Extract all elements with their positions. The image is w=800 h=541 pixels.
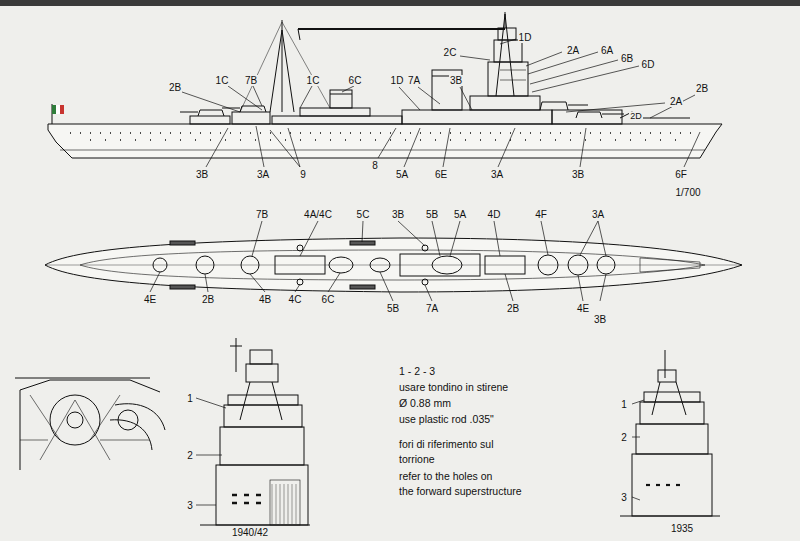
note-text: 1 - 2 - 3 — [398, 366, 436, 378]
note-text: use plastic rod .035" — [398, 414, 495, 426]
callout-label: 5C — [356, 209, 371, 220]
callout-label: 9 — [299, 169, 307, 180]
callout-label: 3B — [571, 169, 585, 180]
callout-label: 4F — [534, 209, 548, 220]
profile-view — [48, 12, 722, 158]
note-text: the forward superstructure — [398, 486, 523, 498]
callout-label: 6A — [600, 45, 614, 56]
bow-detail — [15, 378, 165, 470]
callout-label: 3A — [591, 209, 605, 220]
callout-label: 3 — [620, 492, 628, 503]
callout-label: 3B — [195, 169, 209, 180]
callout-label: 2 — [186, 450, 194, 461]
callout-label: 5B — [425, 209, 439, 220]
note-text: refer to the holes on — [398, 471, 493, 483]
callout-label: 7A — [407, 75, 421, 86]
callout-label: 1D — [518, 32, 533, 43]
callout-label: 4D — [487, 209, 502, 220]
callout-label: 2B — [168, 82, 182, 93]
callout-label: 3A — [490, 169, 504, 180]
photo-edge — [0, 0, 800, 6]
callout-label: 3 — [186, 500, 194, 511]
callout-label: 2D — [629, 112, 643, 122]
callout-label: 5B — [386, 303, 400, 314]
plan-view — [45, 238, 742, 292]
callout-label: 2B — [506, 303, 520, 314]
callout-label: 1 — [186, 393, 194, 404]
note-text: fori di riferimento sul — [398, 439, 495, 451]
callout-label: 6F — [674, 169, 688, 180]
callout-label: 3B — [449, 75, 463, 86]
callout-label: 4E — [576, 303, 590, 314]
callout-label: 7B — [244, 75, 258, 86]
callout-label: 2B — [695, 83, 709, 94]
tower-1935-detail — [620, 350, 720, 516]
callout-label: 3B — [391, 209, 405, 220]
callout-label: 4A/4C — [303, 209, 333, 220]
tower-1940-detail — [196, 338, 310, 525]
callout-label: 1935 — [670, 523, 694, 534]
callout-label: 2A — [566, 45, 580, 56]
callout-label: 1D — [390, 75, 405, 86]
callout-label: 1/700 — [674, 187, 701, 198]
note-text: usare tondino in stirene — [398, 382, 509, 394]
callout-label: 1C — [215, 75, 230, 86]
callout-label: 2A — [669, 96, 683, 107]
note-text: torrione — [398, 454, 436, 466]
callout-label: 8 — [371, 160, 379, 171]
callout-label: 1C — [306, 75, 321, 86]
callout-label: 1940/42 — [231, 527, 269, 538]
note-text: Ø 0.88 mm — [398, 398, 452, 410]
callout-label: 2B — [201, 294, 215, 305]
callout-label: 6C — [321, 294, 336, 305]
callout-label: 1 — [620, 399, 628, 410]
callout-label: 6C — [348, 75, 363, 86]
callout-label: 4B — [258, 294, 272, 305]
callout-label: 2C — [443, 47, 458, 58]
callout-label: 7B — [255, 209, 269, 220]
callout-label: 3A — [256, 169, 270, 180]
callout-label: 7A — [425, 303, 439, 314]
callout-label: 6D — [641, 59, 656, 70]
profile-leaders — [182, 39, 700, 167]
callout-label: 6E — [434, 169, 448, 180]
callout-label: 3B — [593, 314, 607, 325]
plan-leaders — [150, 221, 606, 301]
callout-label: 2 — [620, 432, 628, 443]
callout-label: 5A — [395, 169, 409, 180]
callout-label: 4C — [288, 294, 303, 305]
callout-label: 5A — [453, 209, 467, 220]
callout-label: 4E — [143, 294, 157, 305]
callout-label: 6B — [620, 53, 634, 64]
